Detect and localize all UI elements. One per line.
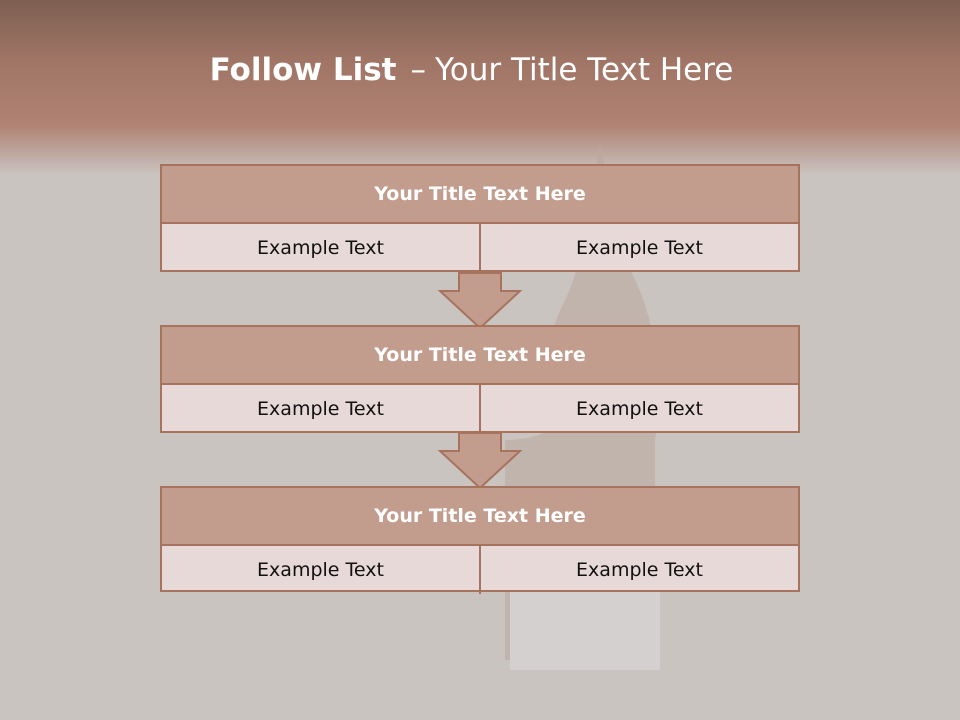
title-bold-part: Follow List [209, 52, 397, 88]
step-cell-right: Example Text [576, 398, 703, 420]
step-cell-left: Example Text [162, 546, 481, 594]
step-cell-right: Example Text [576, 559, 703, 581]
step-cell-left: Example Text [162, 224, 481, 272]
step-title: Your Title Text Here [162, 488, 798, 546]
step-row: Example Text Example Text [162, 385, 798, 433]
title-separator: – [410, 52, 426, 88]
step-row: Example Text Example Text [162, 546, 798, 594]
step-block-2: Your Title Text Here Example Text Exampl… [160, 325, 800, 433]
down-arrow-icon [438, 432, 522, 490]
title-rest-part: Your Title Text Here [434, 52, 734, 88]
step-row: Example Text Example Text [162, 224, 798, 272]
step-block-3: Your Title Text Here Example Text Exampl… [160, 486, 800, 594]
step-cell-left: Example Text [162, 385, 481, 433]
step-block-1: Your Title Text Here Example Text Exampl… [160, 164, 800, 272]
step-cell-right: Example Text [576, 237, 703, 259]
slide-title: Follow List–Your Title Text Here [0, 52, 943, 88]
step-title: Your Title Text Here [162, 166, 798, 224]
step-title: Your Title Text Here [162, 327, 798, 385]
down-arrow-icon [438, 272, 522, 330]
header-band [0, 0, 960, 175]
